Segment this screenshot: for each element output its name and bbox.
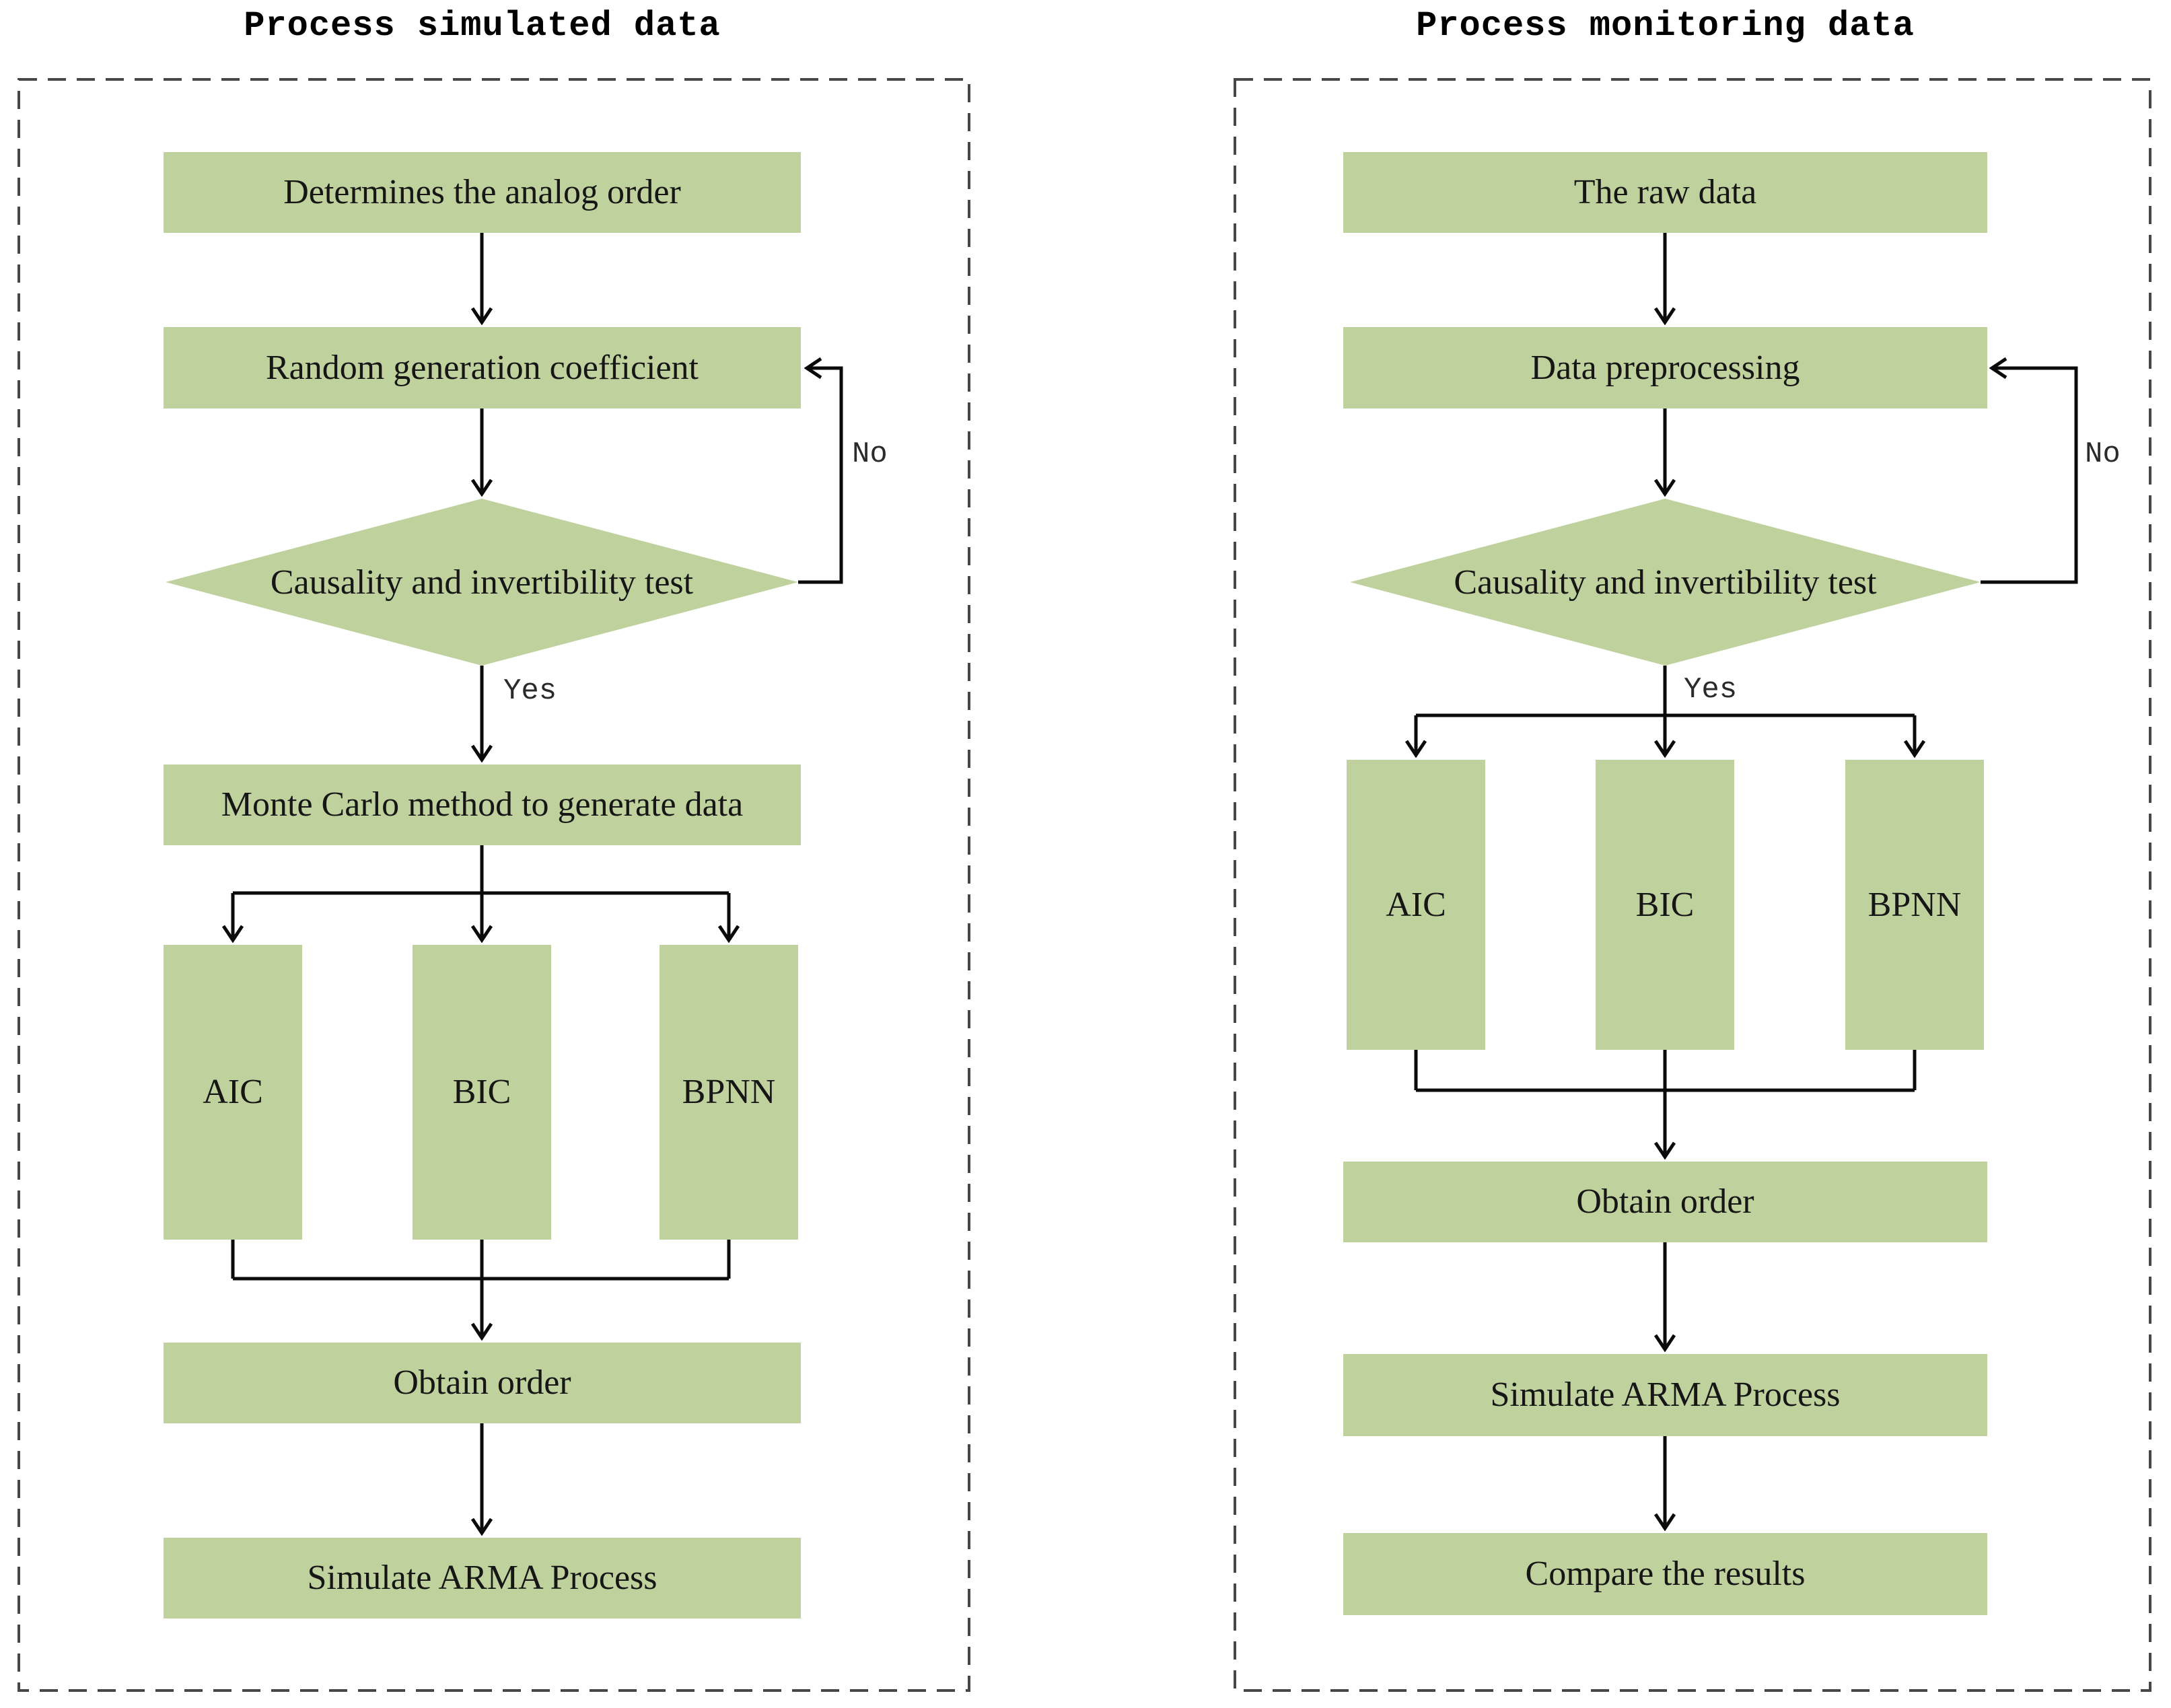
- node-simulate-arma: Simulate ARMA Process: [1343, 1354, 1987, 1436]
- edge-no-loop: [798, 368, 843, 584]
- node-obtain-order: Obtain order: [1343, 1162, 1987, 1242]
- node-monte-carlo: Monte Carlo method to generate data: [164, 764, 801, 845]
- edge-label-no: No: [852, 437, 888, 471]
- edge-label-no: No: [2085, 437, 2121, 471]
- left-panel-edges: [233, 233, 843, 1532]
- edge-label-yes: Yes: [503, 674, 557, 708]
- node-random-generation-coefficient: Random generation coefficient: [164, 327, 801, 408]
- edge-label-yes: Yes: [1684, 673, 1738, 707]
- node-bpnn: BPNN: [1845, 760, 1984, 1050]
- node-aic: AIC: [1347, 760, 1485, 1050]
- right-panel-title: Process monitoring data: [1416, 6, 1915, 46]
- edge-no-loop: [1981, 368, 2078, 584]
- node-aic: AIC: [164, 945, 302, 1240]
- left-panel-border: [17, 78, 970, 1692]
- left-panel-title: Process simulated data: [244, 6, 721, 46]
- node-determine-analog-order: Determines the analog order: [164, 152, 801, 233]
- node-raw-data: The raw data: [1343, 152, 1987, 233]
- right-panel-edges: [1416, 233, 2078, 1528]
- right-panel-border: [1234, 78, 2151, 1692]
- node-simulate-arma: Simulate ARMA Process: [164, 1538, 801, 1618]
- node-compare-results: Compare the results: [1343, 1533, 1987, 1615]
- node-obtain-order: Obtain order: [164, 1343, 801, 1423]
- node-data-preprocessing: Data preprocessing: [1343, 327, 1987, 408]
- node-bic: BIC: [413, 945, 551, 1240]
- node-bpnn: BPNN: [660, 945, 798, 1240]
- node-bic: BIC: [1596, 760, 1734, 1050]
